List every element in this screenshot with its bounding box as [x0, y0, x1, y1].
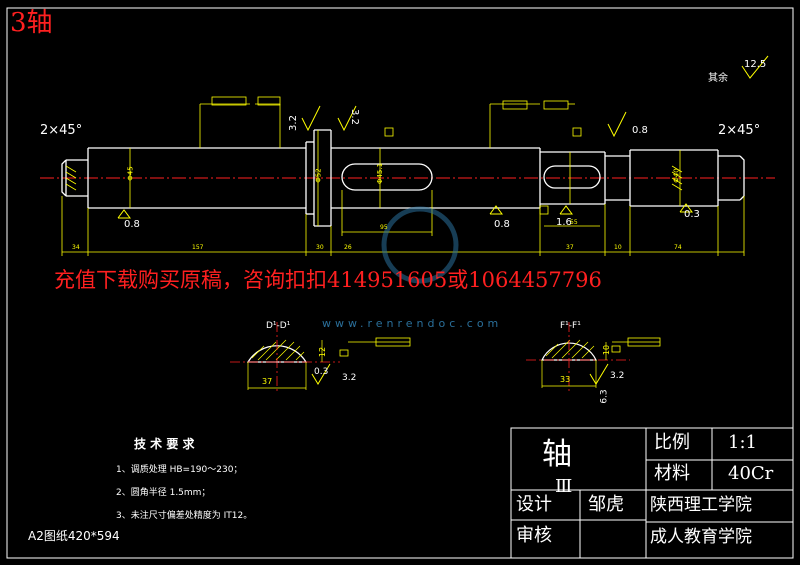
watermark-url: www.renrendoc.com [322, 317, 503, 330]
roughness-other-value: 12.5 [744, 59, 767, 70]
title-block-grid [510, 427, 794, 559]
designer-name: 邹虎 [588, 494, 624, 515]
tolerance-frames [199, 96, 661, 357]
material-label: 材料 [654, 463, 690, 484]
watermark-text: 充值下载购买原稿，咨询扣扣414951605或1064457796 [54, 268, 602, 292]
school-line-2: 成人教育学院 [650, 527, 752, 547]
section-f-f [526, 322, 630, 392]
len-3: 30 [316, 244, 324, 251]
roughness-16: 1.6 [556, 217, 572, 228]
material-value: 40Cr [728, 463, 774, 484]
dia-left-label: Φ45 [126, 166, 135, 181]
dia-right-label: Φ40 [672, 168, 681, 183]
roughness-32a: 3.2 [287, 115, 299, 131]
len-6: 37 [566, 244, 574, 251]
tech-req-heading: 技 术 要 求 [134, 437, 195, 451]
section-f-width: 33 [560, 375, 571, 384]
dia-key-label: Φ45.1 [376, 162, 385, 185]
chamfer-left-label: 2×45° [40, 123, 83, 138]
dia-collar-label: Φ52 [314, 168, 323, 183]
drawing-title: 3轴 [10, 8, 53, 38]
section-d-r1: 0.3 [314, 367, 329, 377]
roughness-other-label: 其余 [708, 73, 728, 84]
chamfer-right-label: 2×45° [718, 123, 761, 138]
section-d-r2: 3.2 [342, 373, 357, 383]
len-4: 26 [344, 244, 352, 251]
len-1: 34 [72, 244, 80, 251]
part-name-sub: Ⅲ [555, 476, 573, 497]
section-f-r1: 3.2 [610, 371, 625, 381]
drawing-frame [6, 7, 794, 559]
tech-req-item-1: 1、调质处理 HB=190～230； [116, 465, 243, 475]
scale-value: 1:1 [728, 432, 757, 453]
tech-req-item-2: 2、圆角半径 1.5mm； [116, 488, 211, 498]
section-f-r2: 6.3 [599, 389, 610, 404]
roughness-08b: 0.8 [494, 219, 510, 230]
section-d-depth: 12 [318, 346, 328, 358]
diameter-dims [129, 130, 681, 226]
roughness-08a: 0.8 [124, 219, 140, 230]
length-dims [61, 190, 745, 256]
school-line-1: 陕西理工学院 [650, 495, 752, 515]
section-d-title: D¹-D¹ [266, 321, 291, 331]
len-2: 157 [192, 244, 204, 251]
roughness-03: 0.3 [684, 209, 700, 220]
tech-req-item-3: 3、未注尺寸偏差处精度为 IT12。 [116, 511, 253, 521]
roughness-symbols [117, 55, 769, 385]
roughness-08c: 0.8 [632, 125, 648, 136]
section-f-depth: 10 [602, 344, 612, 356]
review-label: 审核 [516, 525, 552, 546]
paper-size-label: A2图纸420*594 [28, 529, 120, 543]
left-end-hatch [65, 165, 77, 191]
shaft-outline [61, 129, 745, 227]
roughness-32b: 3.2 [348, 109, 360, 125]
scale-label: 比例 [654, 432, 690, 453]
len-5: 95 [380, 224, 388, 231]
part-name: 轴 [542, 437, 572, 472]
len-7: 55 [570, 219, 578, 226]
len-9: 10 [614, 244, 622, 251]
design-label: 设计 [516, 494, 552, 515]
section-d-d [230, 322, 340, 392]
len-8: 74 [674, 244, 682, 251]
section-d-width: 37 [262, 377, 273, 386]
section-f-title: F¹-F¹ [560, 321, 581, 331]
watermark-logo [381, 206, 459, 284]
